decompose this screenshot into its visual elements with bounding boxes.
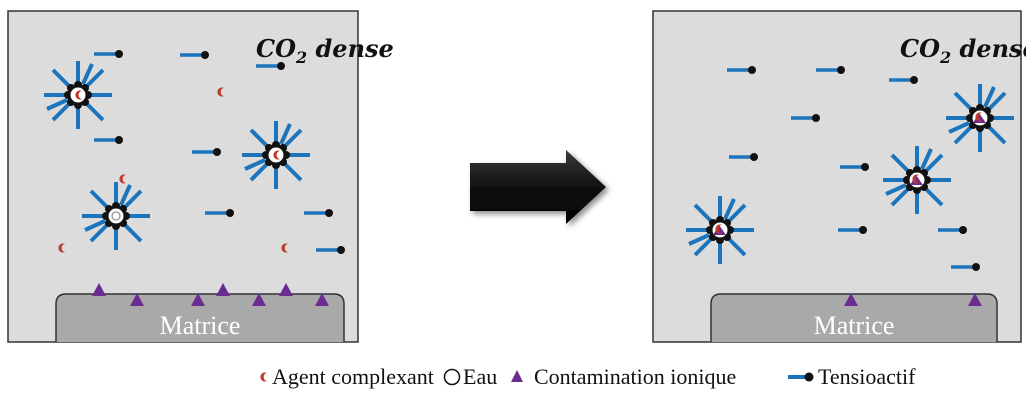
micelle-with-agent xyxy=(240,119,312,191)
legend-label: Eau xyxy=(463,364,497,389)
micelle-with-complex xyxy=(944,82,1016,154)
legend: Agent complexant Eau Contamination ioniq… xyxy=(260,364,916,389)
legend-label: Tensioactif xyxy=(818,364,916,389)
micelle-with-complex xyxy=(881,144,953,216)
left-substrate xyxy=(55,293,345,342)
right-co2-label: CO2 dense xyxy=(900,34,1026,67)
right-arrow-icon xyxy=(470,150,606,224)
legend-item-water: Eau xyxy=(443,364,497,389)
left-substrate-label: Matrice xyxy=(160,311,241,340)
water-circle-icon xyxy=(443,368,461,386)
micelle-with-complex xyxy=(684,194,756,266)
legend-item-complexing-agent: Agent complexant xyxy=(260,364,434,389)
legend-label: Contamination ionique xyxy=(534,364,736,389)
complexing-agent-icon xyxy=(260,372,267,382)
legend-item-ionic-contamination: Contamination ionique xyxy=(511,364,736,389)
left-micelles xyxy=(42,59,312,252)
surfactant-head xyxy=(804,372,814,382)
right-substrate-label: Matrice xyxy=(814,311,895,340)
process-arrow xyxy=(470,150,606,224)
right-micelles xyxy=(684,82,1016,266)
left-co2-label: CO2 dense xyxy=(256,34,394,67)
legend-label: Agent complexant xyxy=(272,364,434,389)
ionic-contamination-triangle-icon xyxy=(511,370,523,382)
micelle-with-water xyxy=(80,180,152,252)
left-panel: CO2 dense xyxy=(7,10,394,343)
legend-item-surfactant: Tensioactif xyxy=(788,364,916,389)
right-panel: CO2 dense xyxy=(652,10,1026,343)
right-substrate xyxy=(710,293,998,342)
micelle-with-agent xyxy=(42,59,114,131)
